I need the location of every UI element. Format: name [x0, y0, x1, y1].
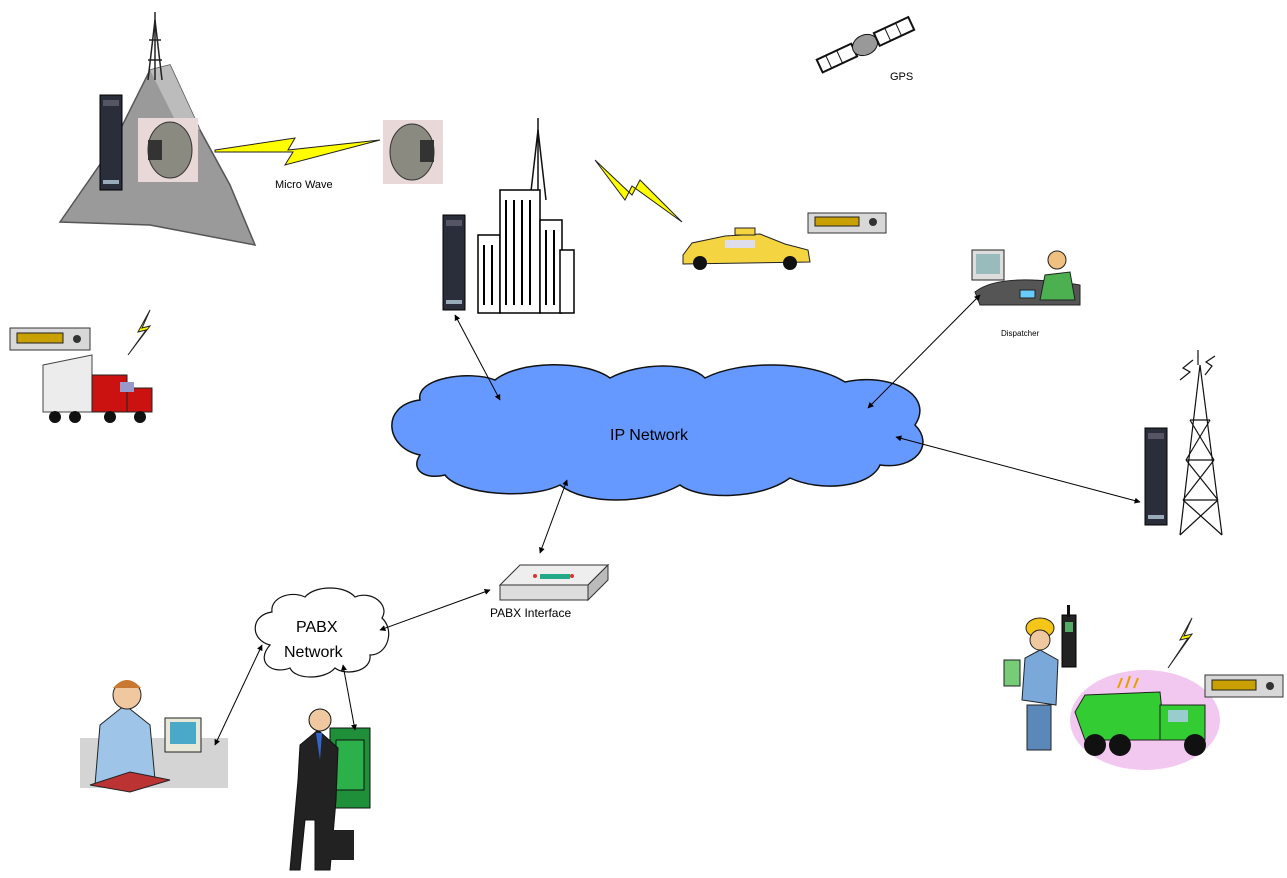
link-pabx-office	[214, 644, 263, 746]
pabx-interface-device-icon	[498, 563, 610, 602]
gps-label: GPS	[890, 71, 913, 83]
signal-waves-icon	[1117, 675, 1139, 689]
repeater-rack-icon	[99, 94, 123, 191]
pabx-interface-label: PABX Interface	[490, 606, 571, 620]
truck-mobile-radio-icon	[9, 327, 91, 351]
ip-network-label: IP Network	[610, 427, 689, 444]
link-dispatcher-ip	[867, 294, 981, 409]
taxi-mobile-radio-icon	[807, 212, 887, 234]
link-pabx-payphone	[341, 664, 357, 731]
dispatcher-label: Dispatcher	[1001, 329, 1040, 338]
micro-wave-label: Micro Wave	[275, 179, 333, 191]
link-ip-pabx-interface	[539, 479, 568, 554]
right-repeater-rack-icon	[1144, 427, 1168, 526]
antenna-tower-icon	[147, 12, 163, 81]
city-repeater-rack-icon	[442, 214, 466, 311]
gps-satellite-icon	[815, 15, 916, 74]
truck-link-lightning-icon	[127, 309, 152, 356]
microwave-link-lightning-icon	[214, 137, 381, 166]
taxi-link-lightning-icon	[594, 159, 683, 223]
link-city-ip	[454, 314, 501, 401]
link-tower-ip	[895, 435, 1141, 504]
handheld-radio-icon	[1061, 605, 1077, 668]
truck-icon	[42, 354, 153, 423]
construction-mobile-radio-icon	[1204, 674, 1284, 698]
businessman-payphone-icon	[289, 708, 371, 871]
building-icon	[477, 189, 575, 314]
taxi-icon	[682, 227, 811, 270]
city-site	[442, 118, 575, 314]
remote-microwave-dish-icon	[383, 120, 443, 184]
building-tower-icon	[529, 118, 547, 201]
dump-truck-icon	[1074, 691, 1206, 756]
construction-link-lightning-icon	[1167, 617, 1194, 669]
microwave-dish-icon	[138, 118, 198, 182]
pabx-network-label-line1: PABX	[296, 619, 338, 636]
pabx-network-label-line2: Network	[284, 644, 344, 661]
dispatcher-icon	[971, 249, 1081, 306]
connections	[214, 294, 1141, 746]
office-worker-icon	[80, 680, 228, 793]
construction-worker-icon	[1003, 617, 1059, 751]
lattice-tower-icon	[1179, 350, 1223, 536]
construction-site	[1003, 605, 1284, 770]
link-pabx-interface-network	[379, 589, 491, 631]
mountain-site	[58, 12, 257, 246]
